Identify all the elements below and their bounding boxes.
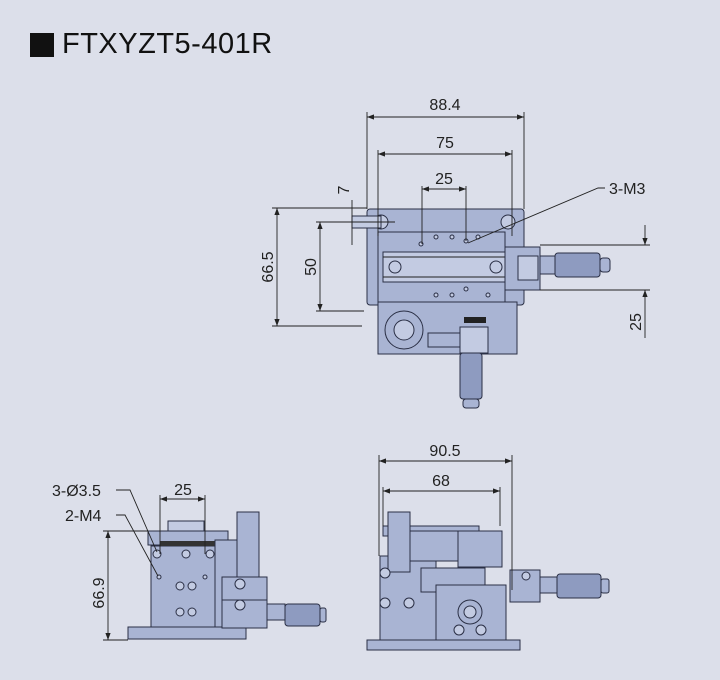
dim-88-4: 88.4: [429, 97, 460, 114]
dim-68: 68: [432, 473, 450, 490]
dim-50: 50: [303, 258, 320, 276]
side-view: 66.9 25 3-Ø3.5 2-M4: [52, 482, 327, 641]
dim-66-5: 66.5: [260, 251, 277, 282]
label-3-m3: 3-M3: [609, 181, 646, 198]
top-view: 88.4 75 25 7 66.5 50 25 3-M3: [260, 97, 650, 409]
product-title: FTXYZT5-401R: [62, 28, 273, 60]
dim-25-right: 25: [628, 313, 645, 331]
dim-7: 7: [336, 185, 353, 194]
title-square-icon: [30, 32, 54, 57]
label-2-m4: 2-M4: [65, 508, 102, 525]
dim-75: 75: [436, 135, 454, 152]
dim-66-9: 66.9: [91, 577, 108, 608]
dim-90-5: 90.5: [429, 443, 460, 460]
title-block: FTXYZT5-401R: [30, 28, 273, 61]
front-view: 90.5 68: [366, 443, 610, 651]
dim-25-side: 25: [174, 482, 192, 499]
dim-25-top: 25: [435, 171, 453, 188]
label-3-dia-3-5: 3-Ø3.5: [52, 483, 101, 500]
